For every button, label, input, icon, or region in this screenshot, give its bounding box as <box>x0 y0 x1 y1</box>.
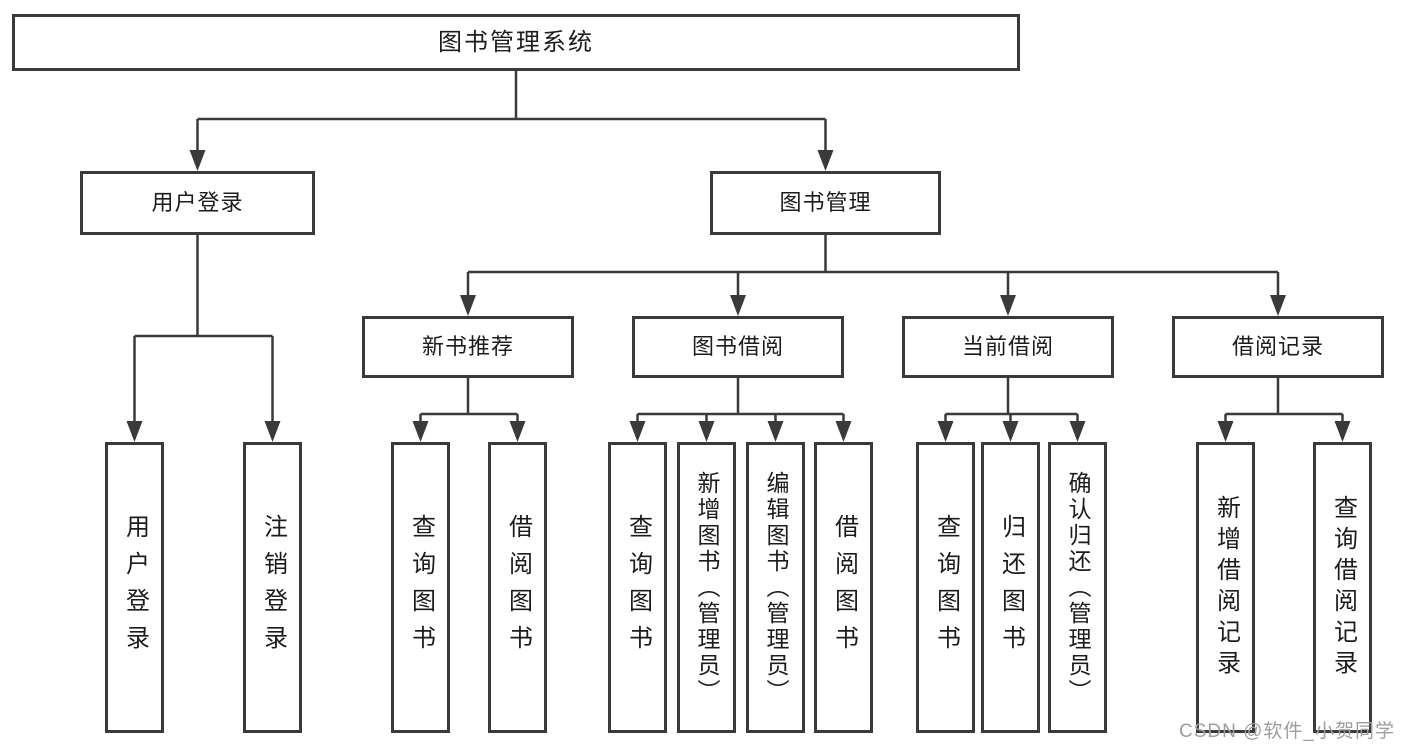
root-branch-line <box>196 70 827 152</box>
node-new-book-recommend: 新书推荐 <box>362 316 574 378</box>
arrow-down-icon <box>460 295 476 316</box>
node-book-management-module: 图书管理 <box>710 171 941 235</box>
arrow-down-icon <box>937 421 954 442</box>
arrow-down-icon <box>698 421 715 442</box>
arrow-down-icon <box>767 421 784 442</box>
records-branch-line <box>1224 378 1344 423</box>
arrow-down-icon <box>264 421 281 442</box>
node-leaf-edit-books-admin: 编辑图书（管理员） <box>746 442 805 733</box>
node-leaf-query-books-recommend: 查询图书 <box>391 442 450 733</box>
arrow-down-icon <box>126 421 143 442</box>
arrow-down-icon <box>509 421 526 442</box>
user-login-branch-line <box>133 235 274 423</box>
arrow-down-icon <box>1270 295 1286 316</box>
arrow-down-icon <box>1002 421 1019 442</box>
connector-paths <box>133 70 1344 423</box>
arrow-down-icon <box>1217 421 1234 442</box>
current-branch-line <box>944 378 1079 423</box>
node-current-borrowing: 当前借阅 <box>902 316 1114 378</box>
node-leaf-query-books-borrowing: 查询图书 <box>608 442 667 733</box>
node-leaf-add-books-admin: 新增图书（管理员） <box>677 442 736 733</box>
node-leaf-add-borrow-record: 新增借阅记录 <box>1196 442 1255 733</box>
arrow-down-icon <box>629 421 646 442</box>
borrowing-branch-line <box>636 378 845 423</box>
node-leaf-logout: 注销登录 <box>243 442 302 733</box>
book-mgmt-branch-line <box>466 235 1280 297</box>
arrow-down-icon <box>817 150 834 171</box>
recommend-branch-line <box>419 378 519 423</box>
watermark: CSDN @软件_小贺同学 <box>1179 721 1395 742</box>
node-leaf-user-login: 用户登录 <box>105 442 164 733</box>
node-leaf-confirm-return-admin: 确认归还（管理员） <box>1048 442 1107 733</box>
node-user-login-module: 用户登录 <box>80 171 315 235</box>
node-leaf-borrow-books-borrowing: 借阅图书 <box>814 442 873 733</box>
node-leaf-return-books: 归还图书 <box>981 442 1040 733</box>
node-borrowing-records: 借阅记录 <box>1172 316 1384 378</box>
arrow-down-icon <box>412 421 429 442</box>
arrow-down-icon <box>1069 421 1086 442</box>
node-leaf-query-books-current: 查询图书 <box>916 442 975 733</box>
node-leaf-borrow-books-recommend: 借阅图书 <box>488 442 547 733</box>
node-leaf-query-borrow-record: 查询借阅记录 <box>1313 442 1372 733</box>
arrow-down-icon <box>730 295 746 316</box>
arrow-down-icon <box>189 150 206 171</box>
arrowheads <box>126 150 1351 442</box>
node-library-system: 图书管理系统 <box>12 14 1020 71</box>
arrow-down-icon <box>1000 295 1016 316</box>
node-book-borrowing: 图书借阅 <box>632 316 844 378</box>
arrow-down-icon <box>1334 421 1351 442</box>
arrow-down-icon <box>835 421 852 442</box>
